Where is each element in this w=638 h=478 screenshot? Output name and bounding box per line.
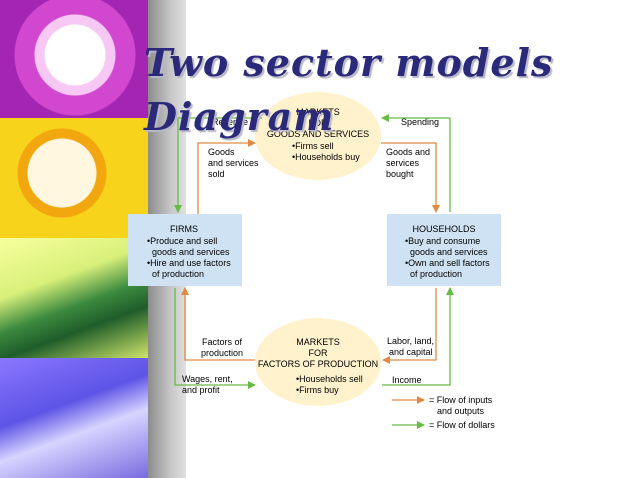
legend-inputs-label-1: = Flow of inputs [429,395,493,405]
wages-label-1: Wages, rent, [182,374,233,384]
factors-label-2: production [201,348,243,358]
slide-title: Two sector models Diagram [144,36,614,144]
factors-label-1: Factors of [202,337,243,347]
factor-market-bullet1: •Households sell [296,374,363,384]
revenue-flow-arrow [174,117,262,213]
households-line4: of production [410,269,462,279]
firms-box [128,214,242,286]
factor-market-ellipse [255,318,381,406]
goods-bought-label-1: Goods and [386,147,430,157]
slide-title-line2: Diagram [144,94,335,139]
papers-purple-photo [0,358,148,478]
labor-flow-arrow [382,288,437,364]
households-line2: goods and services [410,247,488,257]
firms-line2: goods and services [152,247,230,257]
factor-market-line1: MARKETS [296,337,340,347]
goods-bought-label-2: services [386,158,420,168]
goods-market-ellipse [255,92,381,180]
factor-market-bullet2: •Firms buy [296,385,339,395]
goods-sold-label-1: Goods [208,147,235,157]
factor-market-line3: FACTORS OF PRODUCTION [258,359,378,369]
legend-inputs-label-2: and outputs [437,406,485,416]
goods-market-bullet2: •Households buy [292,152,360,162]
factor-market-line2: FOR [309,348,328,358]
clock-magenta-photo [0,0,148,118]
households-box [387,214,501,286]
households-line3: •Own and sell factors [405,258,490,268]
goods-market-line1: MARKETS [296,107,340,117]
goods-bought-label-3: bought [386,169,414,179]
firms-line1: •Produce and sell [147,236,217,246]
labor-label-1: Labor, land, [387,336,434,346]
labor-label-2: and capital [389,347,433,357]
slide-title-line1: Two sector models [144,40,554,85]
households-line1: •Buy and consume [405,236,480,246]
income-label: Income [392,375,422,385]
spending-label: Spending [401,117,439,127]
goods-market-line3: GOODS AND SERVICES [267,129,369,139]
households-title: HOUSEHOLDS [412,224,475,234]
firms-line4: of production [152,269,204,279]
firms-title: FIRMS [170,224,198,234]
goods-sold-label-2: and services [208,158,259,168]
clock-yellow-photo [0,118,148,238]
goods-market-line2: FOR [309,118,328,128]
income-flow-arrow [382,287,454,386]
legend-dollars-label: = Flow of dollars [429,420,495,430]
wages-label-2: and profit [182,385,220,395]
goods-market-bullet1: •Firms sell [292,141,334,151]
papers-green-photo [0,238,148,358]
goods-sold-arrow [197,139,256,214]
revenue-label: Revenue [212,117,248,127]
firms-line3: •Hire and use factors [147,258,231,268]
factors-flow-arrow [181,287,255,361]
goods-bought-arrow [381,142,440,213]
spending-flow-arrow [381,114,451,212]
wages-flow-arrow [174,288,256,389]
goods-sold-label-3: sold [208,169,225,179]
